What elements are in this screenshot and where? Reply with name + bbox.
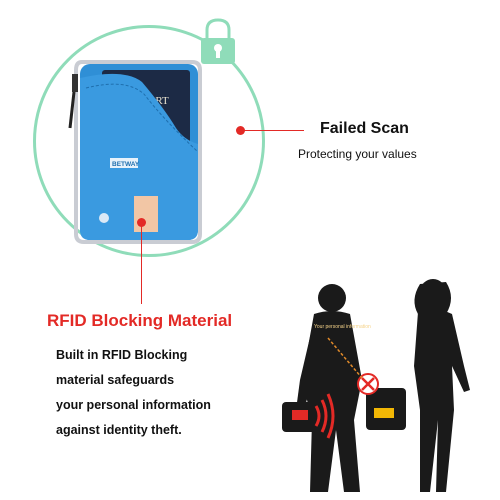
callout-dot — [236, 126, 245, 135]
scene-label: Your personal information — [314, 324, 371, 330]
callout-line — [141, 226, 142, 304]
callout-dot — [137, 218, 146, 227]
brand-label: BETWAY — [112, 161, 140, 168]
rfid-description-line: against identity theft. — [56, 423, 182, 437]
rfid-description-line: Built in RFID Blocking — [56, 348, 188, 362]
rfid-wallet-image: PASSPORT BETWAY — [68, 60, 202, 244]
lock-icon — [201, 18, 235, 64]
signal-wave-icon — [314, 393, 335, 439]
callout-line — [244, 130, 304, 131]
failed-scan-title: Failed Scan — [320, 120, 409, 137]
woman-silhouette — [414, 279, 470, 492]
failed-scan-subtitle: Protecting your values — [298, 147, 417, 161]
blocked-icon — [357, 373, 379, 395]
rfid-description-line: material safeguards — [56, 373, 175, 387]
rfid-description-line: your personal information — [56, 398, 211, 412]
rfid-title: RFID Blocking Material — [47, 311, 233, 330]
identity-theft-scene: Your personal information — [282, 279, 470, 492]
man-silhouette — [296, 284, 362, 492]
